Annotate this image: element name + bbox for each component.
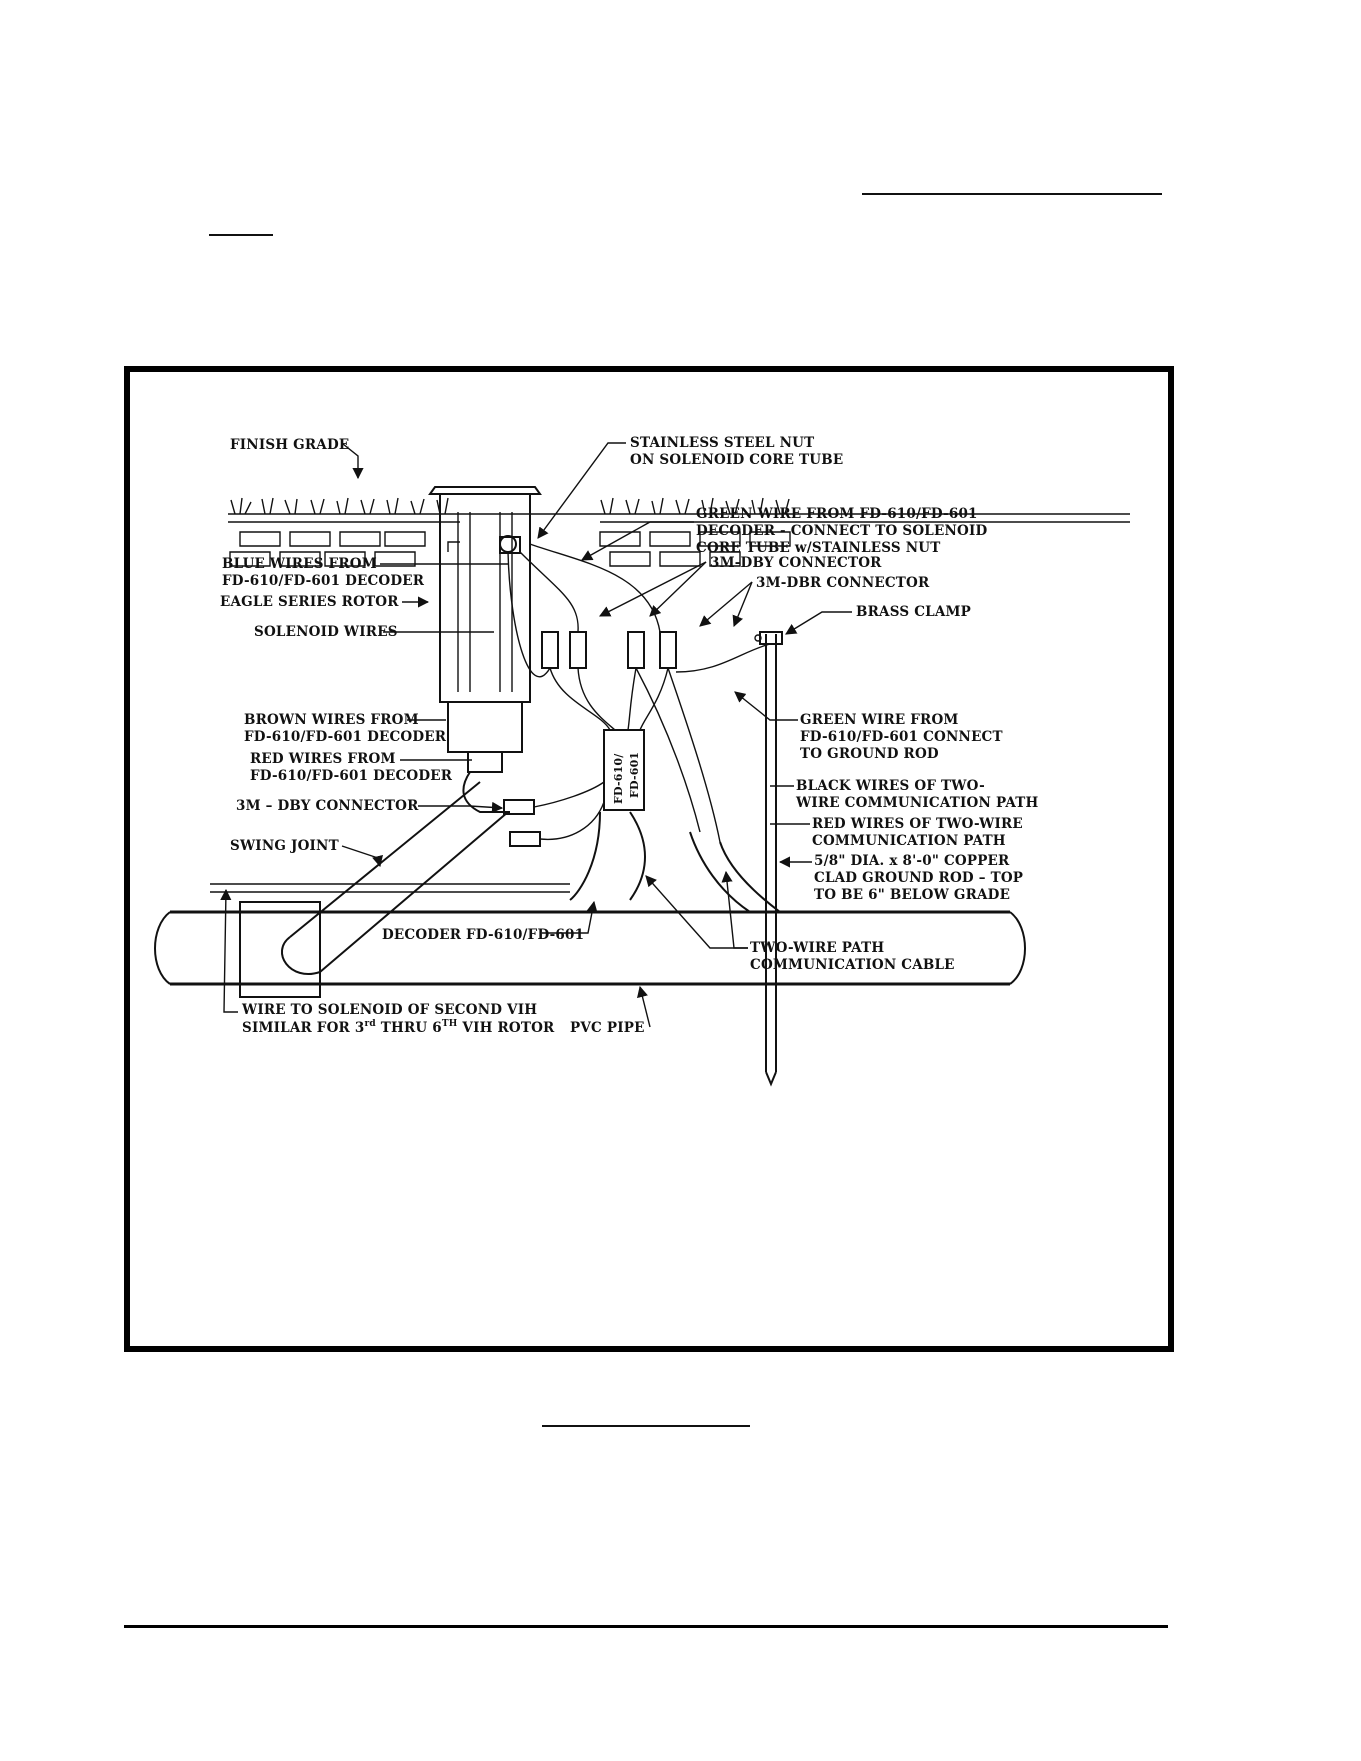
wiring [507,543,781,913]
two-wire-label-2: COMMUNICATION CABLE [750,957,955,973]
eagle-rotor-body [428,486,542,773]
decoder-box: FD-610/ FD-601 [603,729,645,811]
green-ground-label-2: FD-610/FD-601 CONNECT [800,729,1003,745]
blue-wires-label-2: FD-610/FD-601 DECODER [222,573,425,589]
pvc-pipe [154,901,1026,998]
green-decoder-label-1: GREEN WIRE FROM FD-610/FD-601 [696,506,978,522]
green-decoder-label-2: DECODER - CONNECT TO SOLENOID [696,523,987,539]
red-path-label-2: COMMUNICATION PATH [812,833,1006,849]
brown-wires-label-2: FD-610/FD-601 DECODER [244,729,447,745]
red-wires-label-2: FD-610/FD-601 DECODER [250,768,453,784]
irrigation-decoder-wiring-diagram: FD-610/ FD-601 FINISH [154,435,1130,1087]
dbr-label: 3M-DBR CONNECTOR [756,575,930,591]
footer-rule [124,1625,1168,1628]
ground-rod-label-2: CLAD GROUND ROD – TOP [814,870,1023,886]
decoder-label: DECODER FD-610/FD-601 [382,927,584,943]
leader-lines [220,442,852,1028]
brass-clamp-label: BRASS CLAMP [856,604,971,620]
header-underline-left [209,234,273,236]
ground-rod-label-1: 5/8" DIA. x 8'-0" COPPER [814,853,1010,869]
diagram-frame: FD-610/ FD-601 FINISH [124,366,1174,1352]
second-vih-label-2: SIMILAR FOR 3rd THRU 6TH VIH ROTOR [242,1019,555,1036]
decoder-box-label-1: FD-610/ [612,753,625,804]
green-decoder-label-3: CORE TUBE w/STAINLESS NUT [696,540,941,556]
stainless-nut-label-1: STAINLESS STEEL NUT [630,435,814,451]
black-wires-label-1: BLACK WIRES OF TWO- [796,778,985,794]
swing-joint-label: SWING JOINT [230,838,339,854]
green-ground-label-1: GREEN WIRE FROM [800,712,959,728]
second-vih-label-1: WIRE TO SOLENOID OF SECOND VIH [241,1002,537,1018]
wire-to-second-vih [210,883,570,893]
green-ground-label-3: TO GROUND ROD [800,746,939,762]
header-underline-right [862,193,1162,195]
eagle-rotor-label: EAGLE SERIES ROTOR [220,594,399,610]
pvc-pipe-label: PVC PIPE [570,1020,645,1036]
solenoid-wires-label: SOLENOID WIRES [254,624,398,640]
finish-grade-label: FINISH GRADE [230,437,349,453]
callout-labels: FINISH GRADE STAINLESS STEEL NUT ON SOLE… [220,435,1038,1036]
dby-bottom-label: 3M – DBY CONNECTOR [236,798,419,814]
red-wires-label-1: RED WIRES FROM [250,751,396,767]
caption-underline [542,1425,750,1427]
decoder-box-label-2: FD-601 [628,752,641,798]
ground-rod-label-3: TO BE 6" BELOW GRADE [814,887,1010,903]
dby-top-label: 3M-DBY CONNECTOR [710,555,882,571]
black-wires-label-2: WIRE COMMUNICATION PATH [795,795,1038,811]
stainless-nut-label-2: ON SOLENOID CORE TUBE [630,452,843,468]
ground-rod [754,631,783,1087]
two-wire-label-1: TWO-WIRE PATH [750,940,884,956]
blue-wires-label-1: BLUE WIRES FROM [222,556,377,572]
red-path-label-1: RED WIRES OF TWO-WIRE [812,816,1023,832]
brown-wires-label-1: BROWN WIRES FROM [244,712,419,728]
